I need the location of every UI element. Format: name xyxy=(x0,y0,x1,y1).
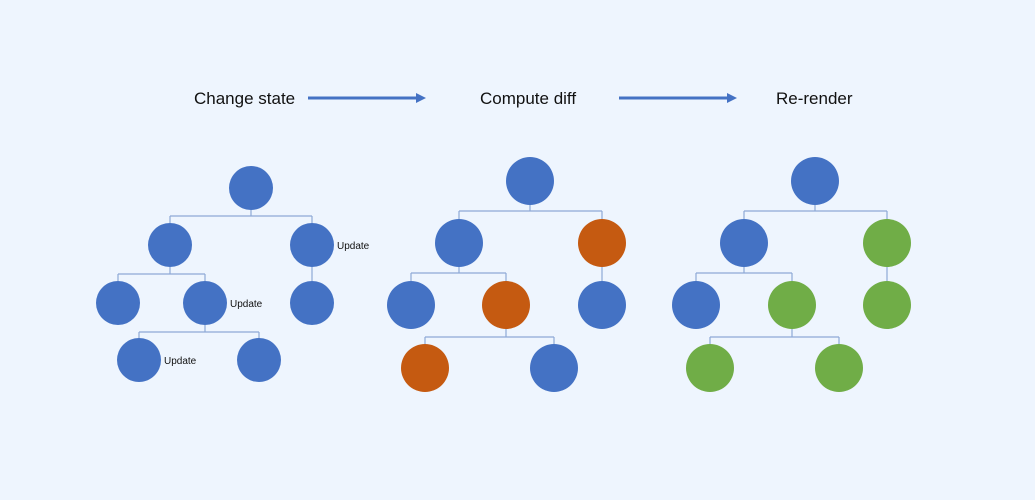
node-b1-unchanged xyxy=(290,281,334,325)
node-a2x-unchanged xyxy=(117,338,161,382)
update-label-b: Update xyxy=(337,241,370,252)
step-label-change-state: Change state xyxy=(194,89,296,108)
node-b1-unchanged xyxy=(578,281,626,329)
connector-a2 xyxy=(138,325,260,338)
node-a-unchanged xyxy=(148,223,192,267)
connector-a xyxy=(117,267,206,281)
node-a2x-diff xyxy=(401,344,449,392)
node-a2y-rerendered xyxy=(815,344,863,392)
node-root-unchanged xyxy=(791,157,839,205)
connector-a2 xyxy=(424,329,555,344)
connector-a xyxy=(410,267,507,281)
node-b-diff xyxy=(578,219,626,267)
step-label-compute-diff: Compute diff xyxy=(480,89,577,108)
re-render-tree xyxy=(672,157,911,392)
update-label-a2x: Update xyxy=(164,356,197,367)
node-a2-rerendered xyxy=(768,281,816,329)
node-b1-rerendered xyxy=(863,281,911,329)
node-a1-unchanged xyxy=(96,281,140,325)
node-root-unchanged xyxy=(506,157,554,205)
connector-root xyxy=(743,205,888,219)
update-label-a2: Update xyxy=(230,299,263,310)
connector-root xyxy=(169,210,313,223)
node-a2-diff xyxy=(482,281,530,329)
node-a2-unchanged xyxy=(183,281,227,325)
node-a1-unchanged xyxy=(387,281,435,329)
node-a-unchanged xyxy=(720,219,768,267)
node-a2y-unchanged xyxy=(530,344,578,392)
connector-a xyxy=(695,267,793,281)
compute-diff-tree xyxy=(387,157,626,392)
node-b-unchanged xyxy=(290,223,334,267)
node-a1-unchanged xyxy=(672,281,720,329)
step-label-re-render: Re-render xyxy=(776,89,853,108)
node-a-unchanged xyxy=(435,219,483,267)
node-root-unchanged xyxy=(229,166,273,210)
connector-a2 xyxy=(709,329,840,344)
node-b-rerendered xyxy=(863,219,911,267)
connector-root xyxy=(458,205,603,219)
node-a2y-unchanged xyxy=(237,338,281,382)
node-a2x-rerendered xyxy=(686,344,734,392)
